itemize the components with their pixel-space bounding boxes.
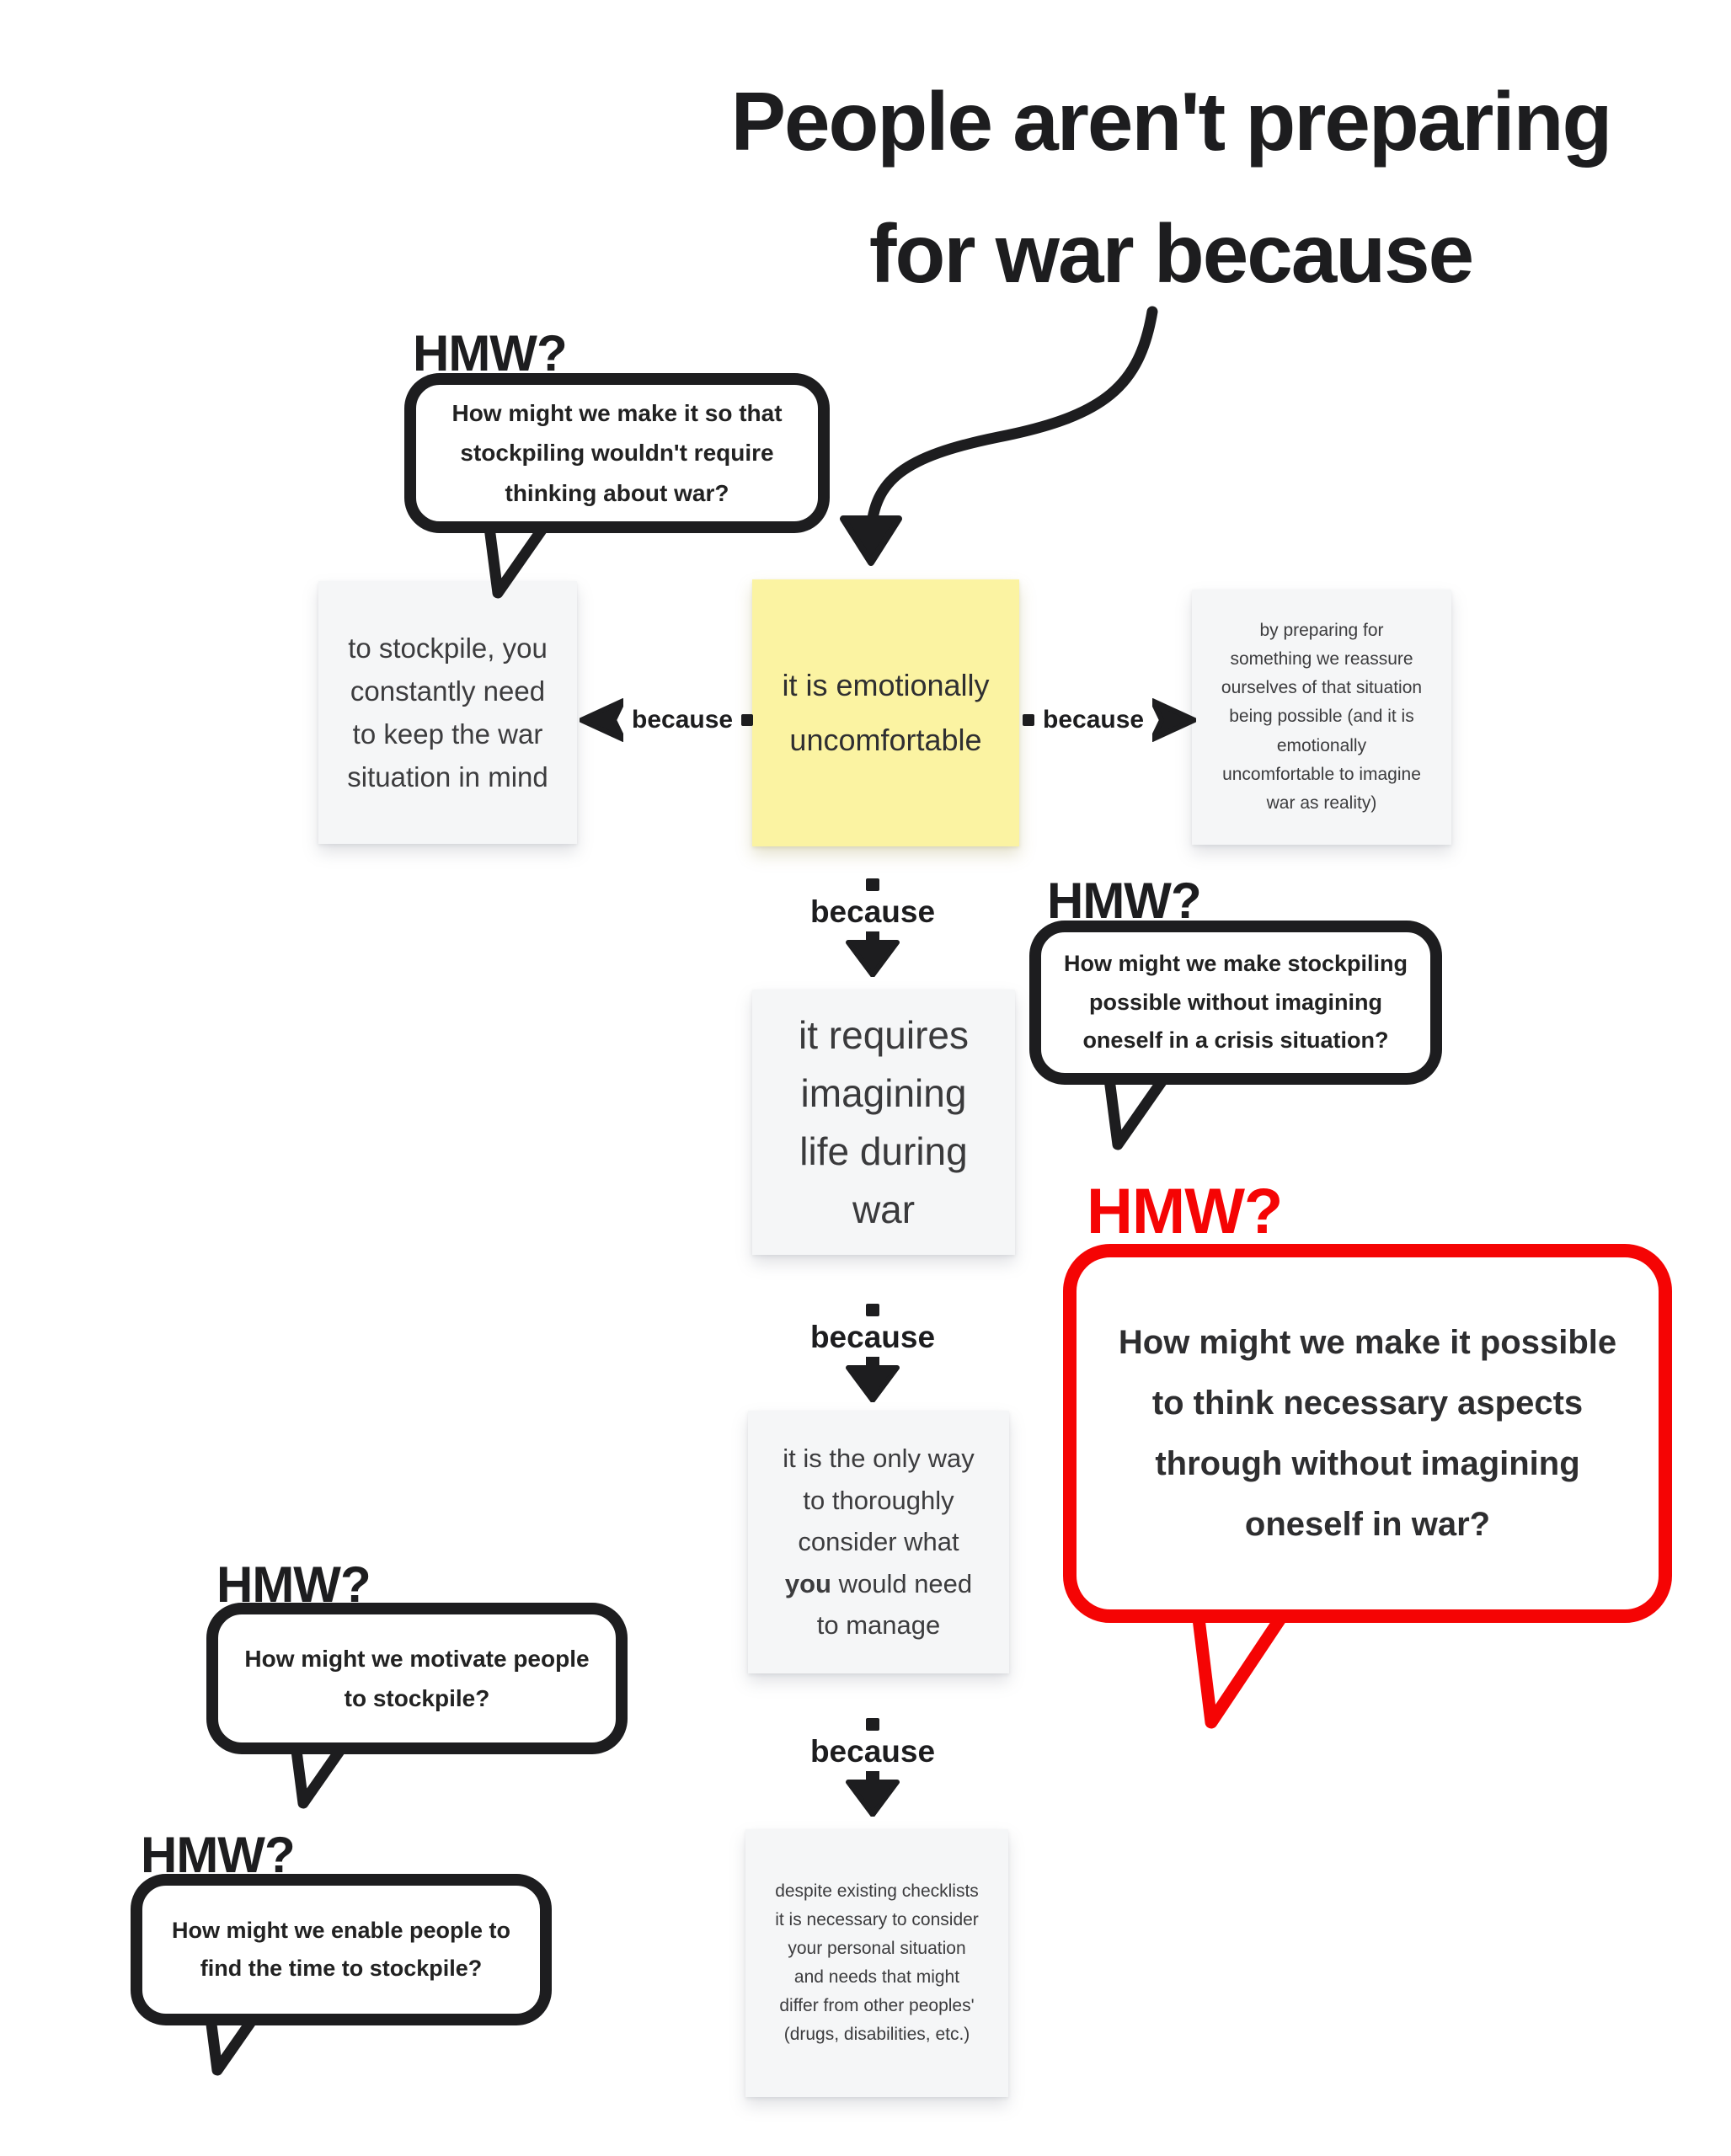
because-connector-right: because [1023, 696, 1197, 744]
because-label: because [1043, 706, 1145, 734]
sticky-note-only-way: it is the only way to thoroughly conside… [748, 1411, 1009, 1673]
dashed-line-segment [741, 714, 754, 726]
hmw-label: HMW? [413, 325, 568, 382]
because-connector-left: because [580, 696, 754, 744]
arrow-down-icon [846, 931, 900, 977]
arrow-left-icon [580, 698, 623, 742]
because-label: because [809, 894, 936, 929]
hmw-label: HMW? [1047, 873, 1202, 929]
arrow-down-icon [846, 1357, 900, 1402]
dashed-line-segment [1023, 714, 1034, 726]
hmw-label-red: HMW? [1087, 1176, 1283, 1247]
because-label: because [809, 1734, 936, 1769]
hmw-label: HMW? [141, 1827, 296, 1883]
dashed-line-segment [866, 1304, 879, 1316]
because-label: because [809, 1320, 936, 1354]
sticky-note-text: it is the only way to thoroughly conside… [783, 1444, 975, 1641]
dashed-line-segment [866, 1718, 879, 1731]
dashed-line-segment [866, 878, 879, 891]
because-label: because [632, 706, 734, 734]
because-connector-down-3: because [805, 1718, 940, 1817]
because-connector-down-2: because [805, 1304, 940, 1402]
arrow-right-icon [1152, 698, 1197, 742]
because-connector-down-1: because [805, 878, 940, 977]
arrow-down-icon [846, 1771, 900, 1817]
